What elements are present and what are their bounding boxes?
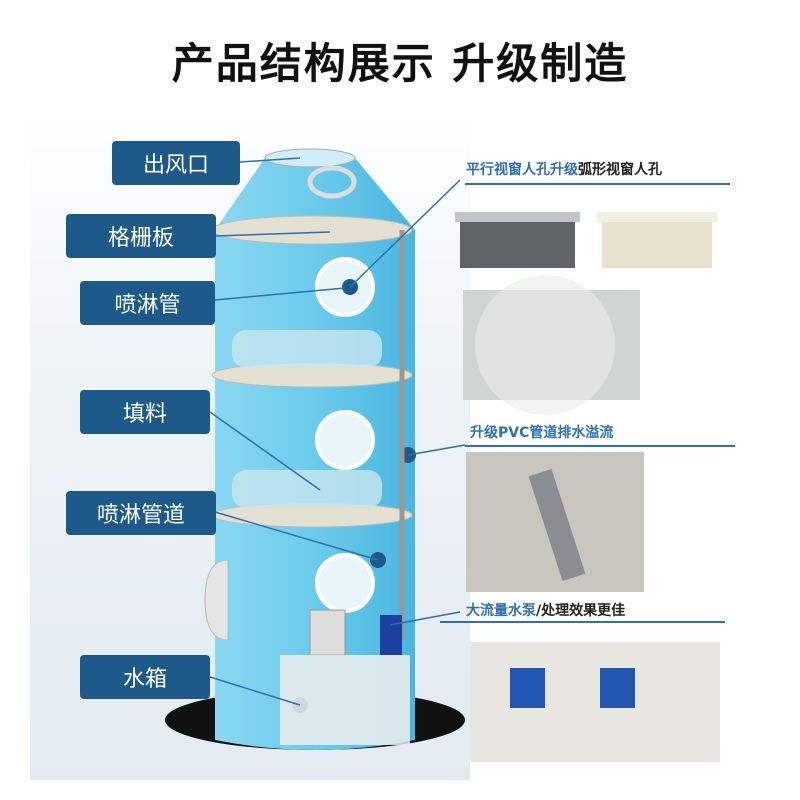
label-spray-line: 喷淋管道 xyxy=(66,491,216,535)
label-packing: 填料 xyxy=(80,390,210,434)
caption-underline xyxy=(465,183,730,185)
caption-underline xyxy=(465,445,735,447)
page-title: 产品结构展示 升级制造 xyxy=(171,39,629,88)
label-outlet: 出风口 xyxy=(112,141,240,185)
label-spray-pipe: 喷淋管 xyxy=(80,281,215,325)
outlet-pipe xyxy=(307,165,357,199)
photo-grey-manhole-lid xyxy=(460,218,575,268)
viewing-window xyxy=(315,410,375,470)
caption-underline xyxy=(440,621,725,623)
water-tank xyxy=(280,655,410,745)
label-grille: 格栅板 xyxy=(66,214,216,258)
photo-water-pumps xyxy=(470,642,720,762)
outlet-rim xyxy=(264,148,356,168)
caption-window: 平行视窗人孔升级弧形视窗人孔 xyxy=(466,162,662,178)
photo-beige-manhole-lid xyxy=(602,218,712,268)
caption-pvc: 升级PVC管道排水溢流 xyxy=(470,425,614,441)
viewing-window xyxy=(315,553,375,613)
grille-plate xyxy=(211,215,413,245)
water-pump xyxy=(380,615,402,655)
tank-panel xyxy=(309,609,346,656)
label-tank: 水箱 xyxy=(80,655,210,699)
air-inlet xyxy=(204,559,229,641)
packing-balls xyxy=(232,330,382,368)
caption-pump: 大流量水泵/处理效果更佳 xyxy=(466,603,626,619)
packing-balls xyxy=(232,470,382,508)
